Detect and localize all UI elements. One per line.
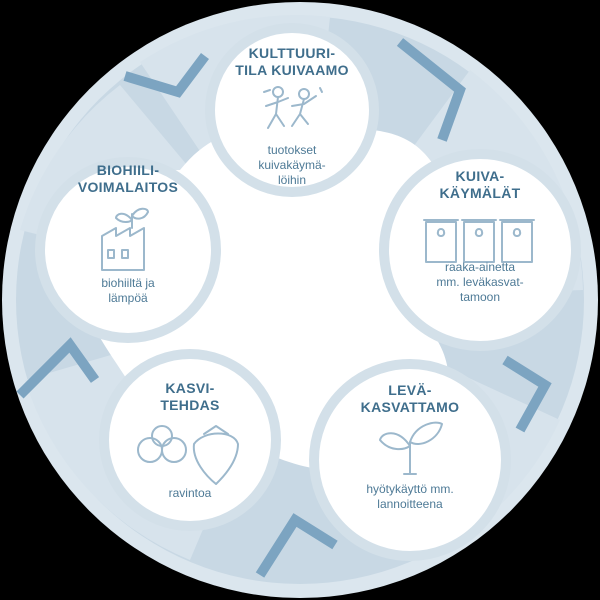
node-desc-line: tuotokset xyxy=(267,143,317,157)
arrow-right xyxy=(502,355,552,433)
node-description: ravintoa xyxy=(105,486,275,501)
arrow-top-left xyxy=(123,53,209,98)
arrow-left xyxy=(16,337,100,399)
sprout-icon xyxy=(379,421,443,475)
node-title-line: KASVI- xyxy=(165,380,215,396)
node-kulttuuritila: KULTTUURI- TILA KUIVAAMO tuotokset kuiva… xyxy=(207,45,377,188)
node-title-line: KASVATTAMO xyxy=(360,399,460,415)
node-title: BIOHIILI- VOIMALAITOS xyxy=(43,162,213,196)
node-desc-line: raaka-ainetta xyxy=(444,260,516,274)
cycle-arrows xyxy=(16,38,552,578)
node-description: tuotokset kuivakäymä- löihin xyxy=(207,143,377,188)
node-title-line: TEHDAS xyxy=(160,397,220,413)
node-description: biohiiltä ja lämpöä xyxy=(43,276,213,306)
node-levakasvattamo: LEVÄ- KASVATTAMO hyötykäyttö mm. lannoit… xyxy=(325,382,495,512)
arrow-bottom xyxy=(255,513,338,578)
node-desc-line: mm. leväkasvat- xyxy=(436,275,524,289)
node-desc-line: tamoon xyxy=(459,290,501,304)
node-title: KASVI- TEHDAS xyxy=(105,380,275,414)
node-description: hyötykäyttö mm. lannoitteena xyxy=(325,482,495,512)
node-title-line: TILA KUIVAAMO xyxy=(235,62,349,78)
node-kuivakaymalat: KUIVA- KÄYMÄLÄT raaka-ainetta mm. leväka… xyxy=(395,168,565,305)
dancing-people-icon xyxy=(263,86,323,129)
node-kasvitehdas: KASVI- TEHDAS ravintoa xyxy=(105,380,275,501)
node-desc-line: lannoitteena xyxy=(377,497,443,511)
node-circle-kuivakaymalat xyxy=(379,149,581,351)
node-circles xyxy=(35,23,581,561)
berries-icon xyxy=(137,425,239,485)
node-title-line: KUIVA- xyxy=(455,168,505,184)
node-circle-kulttuuritila xyxy=(205,23,379,197)
node-desc-line: kuivakäymä- xyxy=(258,158,326,172)
node-biohiilivoimalaitos: BIOHIILI- VOIMALAITOS biohiiltä ja lämpö… xyxy=(43,162,213,306)
node-title-line: LEVÄ- xyxy=(388,382,432,398)
node-title: LEVÄ- KASVATTAMO xyxy=(325,382,495,416)
node-desc-line: hyötykäyttö mm. xyxy=(366,482,454,496)
node-description: raaka-ainetta mm. leväkasvat- tamoon xyxy=(395,260,565,305)
arrow-top-right xyxy=(396,38,466,142)
node-title: KUIVA- KÄYMÄLÄT xyxy=(395,168,565,202)
node-title-line: VOIMALAITOS xyxy=(77,179,179,195)
node-title-line: KULTTUURI- xyxy=(248,45,336,61)
dry-toilets-icon xyxy=(423,219,535,263)
node-desc-line: ravintoa xyxy=(168,486,212,500)
node-title-line: KÄYMÄLÄT xyxy=(439,185,521,201)
node-title-line: BIOHIILI- xyxy=(96,162,160,178)
factory-plant-icon xyxy=(101,207,149,271)
node-desc-line: lämpöä xyxy=(108,291,148,305)
node-desc-line: biohiiltä ja xyxy=(101,276,155,290)
node-title: KULTTUURI- TILA KUIVAAMO xyxy=(207,45,377,79)
node-desc-line: löihin xyxy=(277,173,307,187)
node-circle-kasvitehdas xyxy=(99,349,281,531)
